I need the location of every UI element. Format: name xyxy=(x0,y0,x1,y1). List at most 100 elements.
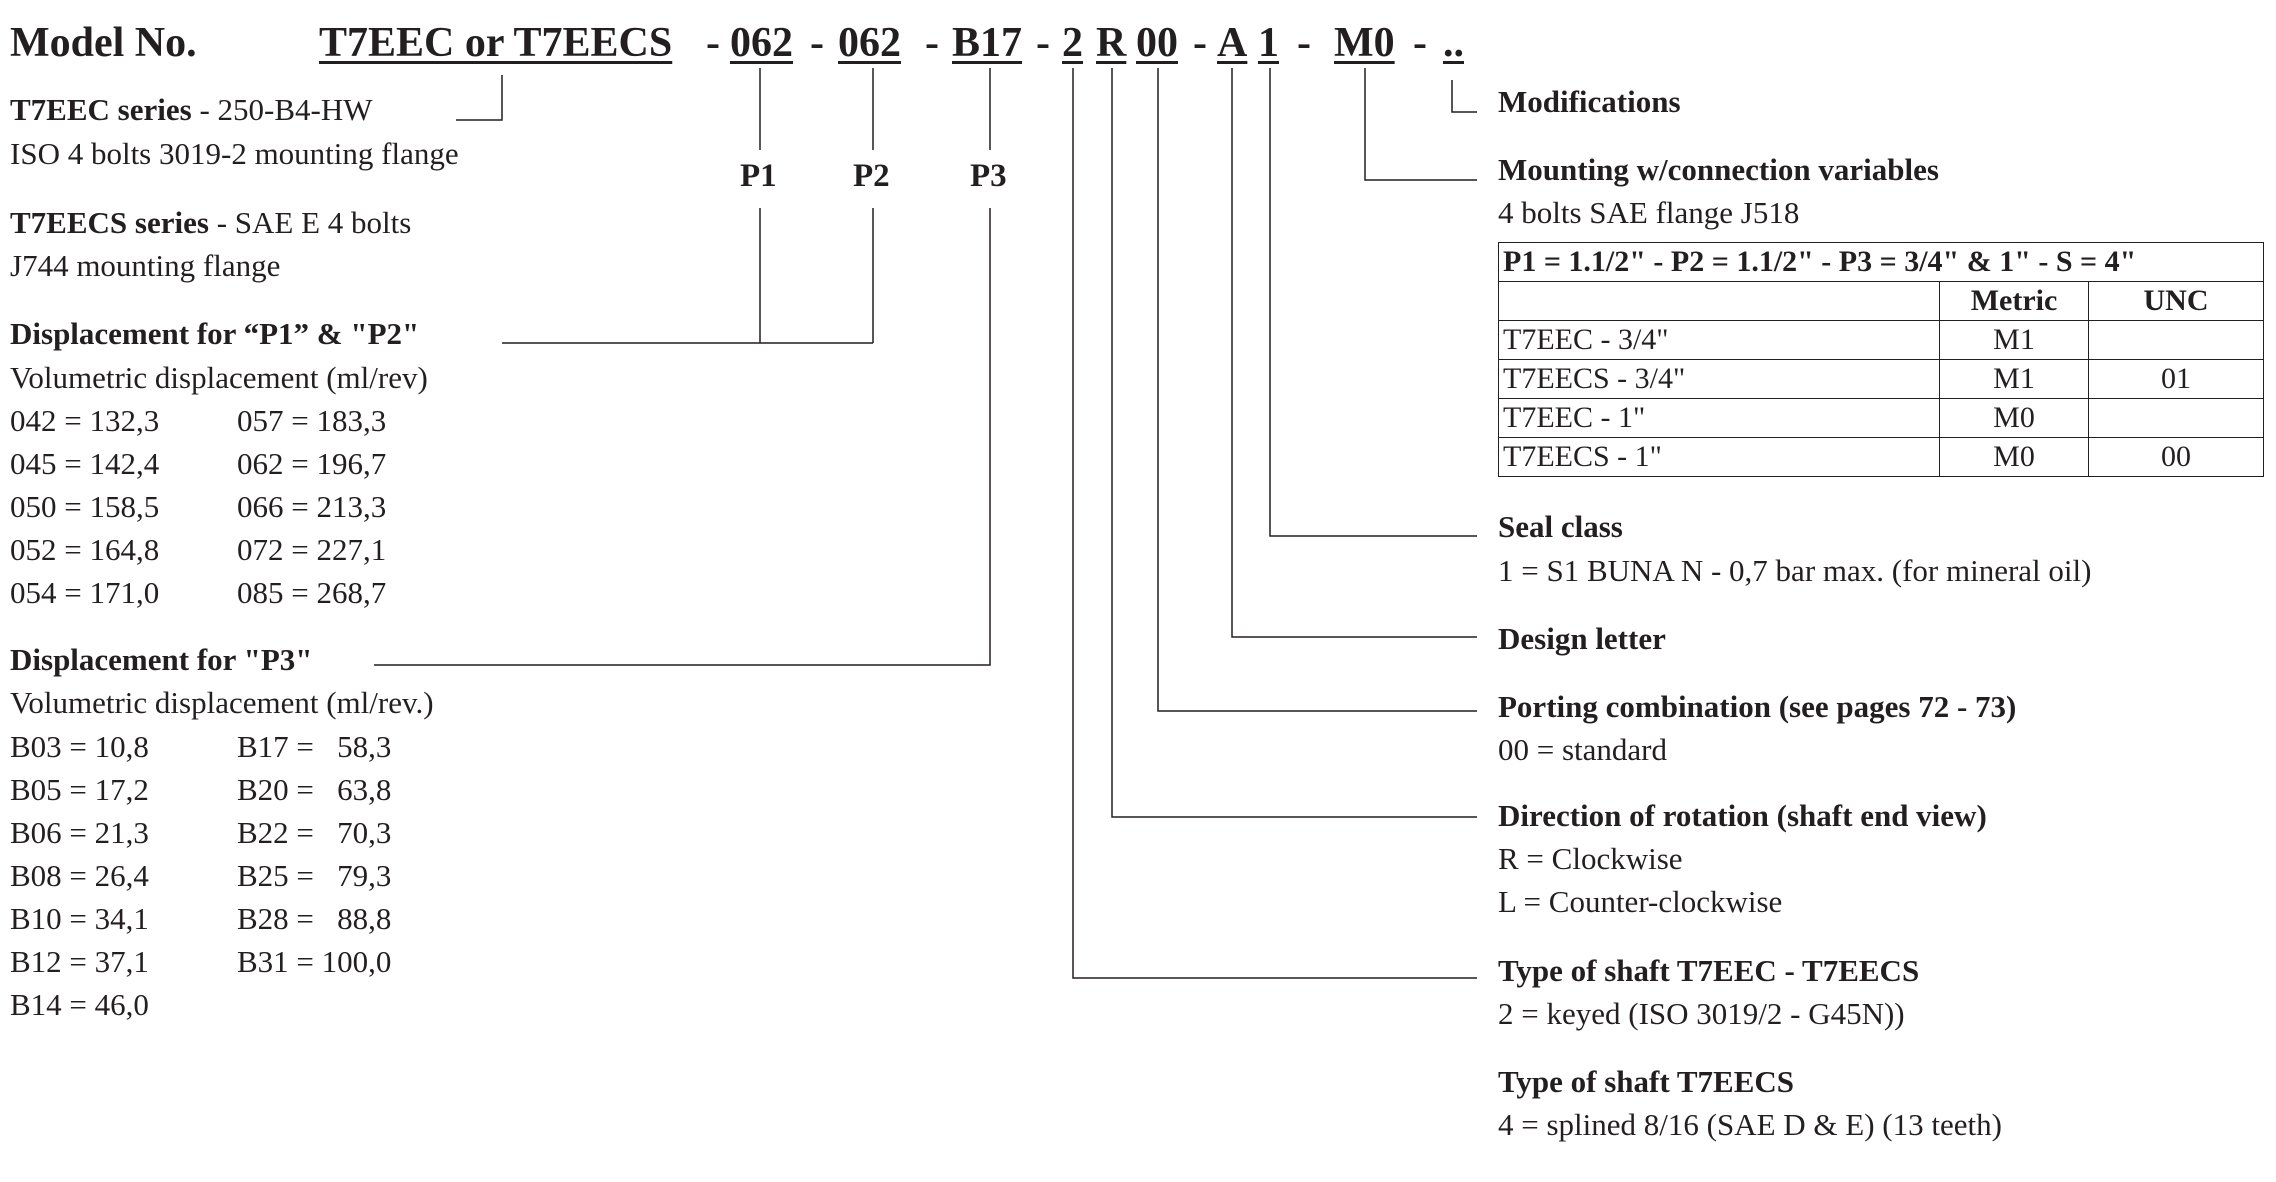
table-cell: M0 xyxy=(1939,437,2089,477)
disp-p3-subtitle: Volumetric displacement (ml/rev.) xyxy=(10,685,434,720)
mounting-table: P1 = 1.1/2" - P2 = 1.1/2" - P3 = 3/4" & … xyxy=(1498,242,2264,477)
table-row: T7EECS - 1" M0 00 xyxy=(1498,437,2264,477)
table-row: P1 = 1.1/2" - P2 = 1.1/2" - P3 = 3/4" & … xyxy=(1498,242,2264,282)
shaft2-value: 4 = splined 8/16 (SAE D & E) (13 teeth) xyxy=(1498,1107,2002,1142)
code-modifications: .. xyxy=(1443,20,1464,66)
table-cell xyxy=(2088,320,2264,360)
mod-connector xyxy=(1451,80,1477,113)
table-header: P1 = 1.1/2" - P2 = 1.1/2" - P3 = 3/4" & … xyxy=(1498,242,2264,282)
col-unc: UNC xyxy=(2088,281,2264,321)
mounting-title: Mounting w/connection variables xyxy=(1498,152,1939,187)
dash-2: - xyxy=(810,20,824,66)
seal-title: Seal class xyxy=(1498,509,1623,544)
series-t7eecs: T7EECS series - SAE E 4 bolts xyxy=(10,207,411,238)
dash-7: - xyxy=(1413,20,1427,66)
table-cell: M1 xyxy=(1939,320,2089,360)
rotation-value-l: L = Counter-clockwise xyxy=(1498,884,1783,919)
shaft-value: 2 = keyed (ISO 3019/2 - G45N)) xyxy=(1498,996,1905,1031)
series-t7eec-name: T7EEC series xyxy=(10,92,192,127)
series-t7eec-spec: - 250-B4-HW xyxy=(191,92,373,127)
seal-connector xyxy=(1269,68,1477,537)
dash-6: - xyxy=(1297,20,1311,66)
disp-p1p2-item: 062 = 196,7 xyxy=(237,446,387,481)
disp-p3-item: B17 = 58,3 xyxy=(237,729,392,764)
table-row: Metric UNC xyxy=(1498,281,2264,321)
code-p1: 062 xyxy=(730,20,793,66)
dash-5: - xyxy=(1193,20,1207,66)
disp-p1p2-item: 066 = 213,3 xyxy=(237,489,387,524)
pump-label-p1: P1 xyxy=(740,158,777,194)
porting-value: 00 = standard xyxy=(1498,732,1668,767)
seal-value: 1 = S1 BUNA N - 0,7 bar max. (for minera… xyxy=(1498,553,2092,588)
design-connector xyxy=(1231,68,1477,638)
disp-p1p2-title: Displacement for “P1” & "P2" xyxy=(10,316,420,351)
series-connector xyxy=(456,75,503,121)
shaft2-title: Type of shaft T7EECS xyxy=(1498,1064,1794,1099)
table-cell: T7EECS - 3/4" xyxy=(1498,359,1940,399)
code-seal: 1 xyxy=(1258,20,1279,66)
pump-label-p2: P2 xyxy=(853,158,890,194)
rotation-title: Direction of rotation (shaft end view) xyxy=(1498,798,1987,833)
series-t7eecs-spec: - SAE E 4 bolts xyxy=(208,205,412,240)
disp-p3-item: B12 = 37,1 xyxy=(10,944,149,979)
disp-p1p2-item: 045 = 142,4 xyxy=(10,446,160,481)
disp-p3-item: B10 = 34,1 xyxy=(10,901,149,936)
shaft-connector xyxy=(1072,68,1477,979)
dash-1: - xyxy=(706,20,720,66)
rotation-connector xyxy=(1111,68,1477,818)
table-cell: 01 xyxy=(2088,359,2264,399)
code-series: T7EEC or T7EECS xyxy=(319,20,673,66)
table-cell: M1 xyxy=(1939,359,2089,399)
disp-p1p2-item: 052 = 164,8 xyxy=(10,532,160,567)
disp-p3-item: B31 = 100,0 xyxy=(237,944,392,979)
code-rotation: R xyxy=(1096,20,1127,66)
porting-connector xyxy=(1157,68,1477,712)
pump-label-p3: P3 xyxy=(970,158,1007,194)
code-design: A xyxy=(1217,20,1248,66)
series-t7eec-flange: ISO 4 bolts 3019-2 mounting flange xyxy=(10,136,459,171)
series-t7eecs-flange: J744 mounting flange xyxy=(10,248,281,283)
table-cell: T7EECS - 1" xyxy=(1498,437,1940,477)
code-p3: B17 xyxy=(952,20,1023,66)
disp-p1p2-item: 072 = 227,1 xyxy=(237,532,387,567)
table-cell xyxy=(2088,398,2264,438)
disp-p1p2-item: 050 = 158,5 xyxy=(10,489,160,524)
p3-connector-lower xyxy=(374,208,991,666)
table-cell: M0 xyxy=(1939,398,2089,438)
dash-4: - xyxy=(1036,20,1050,66)
disp-p1p2-item: 085 = 268,7 xyxy=(237,575,387,610)
table-cell: 00 xyxy=(2088,437,2264,477)
disp-p3-item: B08 = 26,4 xyxy=(10,858,149,893)
code-porting: 00 xyxy=(1136,20,1178,66)
table-cell: T7EEC - 1" xyxy=(1498,398,1940,438)
disp-p3-item: B20 = 63,8 xyxy=(237,772,392,807)
disp-p3-item: B22 = 70,3 xyxy=(237,815,392,850)
mounting-connector xyxy=(1364,68,1477,181)
disp-p3-item: B28 = 88,8 xyxy=(237,901,392,936)
table-cell xyxy=(1498,281,1940,321)
disp-p3-title: Displacement for "P3" xyxy=(10,642,313,677)
disp-p1p2-item: 054 = 171,0 xyxy=(10,575,160,610)
modifications-title: Modifications xyxy=(1498,84,1681,119)
mounting-subtitle: 4 bolts SAE flange J518 xyxy=(1498,195,1800,230)
disp-p3-item: B03 = 10,8 xyxy=(10,729,149,764)
disp-p1p2-subtitle: Volumetric displacement (ml/rev) xyxy=(10,360,428,395)
code-mounting: M0 xyxy=(1334,20,1395,66)
series-t7eecs-name: T7EECS series xyxy=(10,205,209,240)
design-title: Design letter xyxy=(1498,621,1666,656)
col-metric: Metric xyxy=(1939,281,2089,321)
disp-p1p2-item: 057 = 183,3 xyxy=(237,403,387,438)
series-t7eec: T7EEC series - 250-B4-HW xyxy=(10,94,372,125)
code-shaft: 2 xyxy=(1062,20,1083,66)
rotation-value-r: R = Clockwise xyxy=(1498,841,1683,876)
disp-p3-item: B06 = 21,3 xyxy=(10,815,149,850)
table-cell: T7EEC - 3/4" xyxy=(1498,320,1940,360)
table-row: T7EEC - 1" M0 xyxy=(1498,398,2264,438)
disp-p1p2-item: 042 = 132,3 xyxy=(10,403,160,438)
table-row: T7EEC - 3/4" M1 xyxy=(1498,320,2264,360)
shaft-title: Type of shaft T7EEC - T7EECS xyxy=(1498,953,1920,988)
disp-p3-item: B14 = 46,0 xyxy=(10,987,149,1022)
code-p2: 062 xyxy=(838,20,901,66)
porting-title: Porting combination (see pages 72 - 73) xyxy=(1498,689,2017,724)
